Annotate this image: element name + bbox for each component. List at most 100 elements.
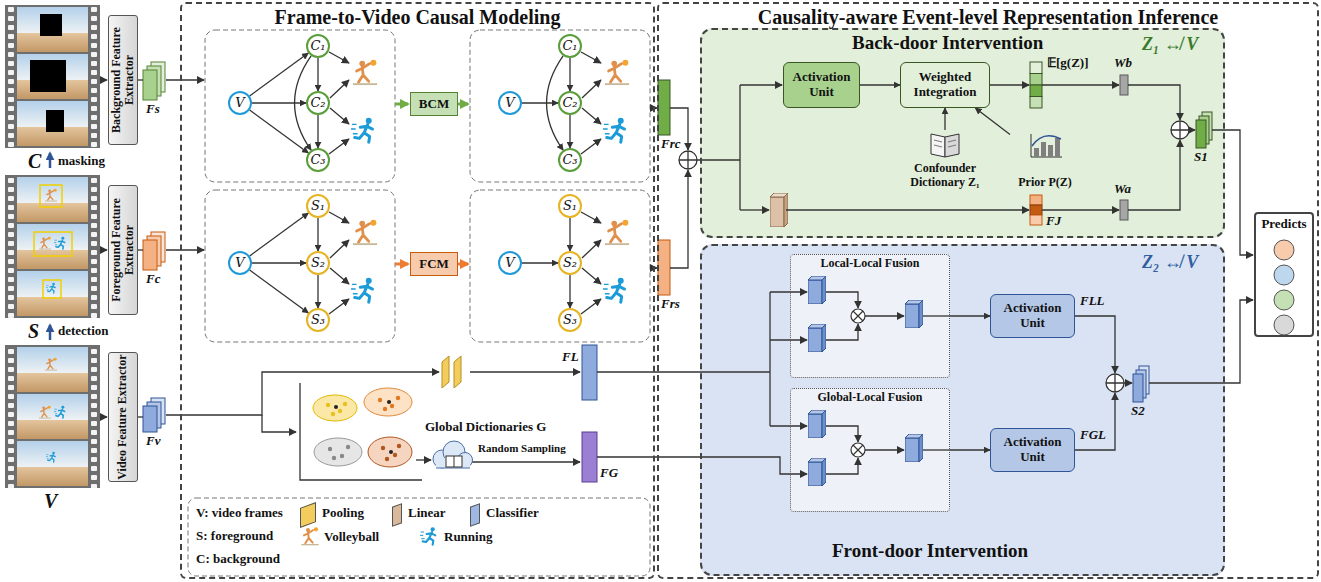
dictionary-icon <box>436 468 470 469</box>
diagram-label: Frs <box>661 297 680 312</box>
flow-arrow <box>1075 316 1115 373</box>
flow-arrow <box>826 292 858 308</box>
operator-symbol <box>679 121 1189 457</box>
cluster-plot <box>338 409 342 413</box>
module-box: BCM <box>410 92 458 116</box>
thick-arrow <box>395 103 408 106</box>
action-icon <box>603 278 624 302</box>
film-strip <box>5 345 100 488</box>
cluster-plot <box>300 383 422 480</box>
cluster-plot <box>331 412 335 416</box>
feature-map <box>1030 97 1042 109</box>
feature-map <box>658 80 670 135</box>
feature-map <box>143 406 157 432</box>
variable-circle: C₂ <box>558 91 582 115</box>
diagram-label: Wa <box>1114 182 1131 197</box>
node-sublabel: Z₁ ↮ V <box>1142 34 1198 55</box>
region-fill <box>1254 212 1314 337</box>
cluster-plot <box>389 450 393 454</box>
action-icon <box>351 278 372 302</box>
film-strip <box>5 5 100 488</box>
film-strip <box>34 232 72 256</box>
feature-map <box>143 70 157 100</box>
feature-map <box>143 62 1212 486</box>
node-label: V <box>235 96 244 111</box>
diagram-label: detection <box>58 324 109 339</box>
cluster-plot <box>300 383 422 480</box>
node-label: BCM <box>419 97 449 112</box>
node-label: V <box>235 256 244 271</box>
film-strip <box>54 406 65 418</box>
diagram-label: FLL <box>1080 294 1105 309</box>
action-icon <box>351 118 372 142</box>
flow-arrow <box>865 449 904 450</box>
graph-frame <box>470 30 650 182</box>
diagram-label: FJ <box>1046 214 1061 229</box>
film-strip <box>46 283 55 293</box>
node-label: Z₂ ↮ V <box>1142 252 1198 273</box>
cluster-plot <box>385 457 389 461</box>
causal-arrow <box>860 84 900 85</box>
node-label: Back-door Intervention <box>852 32 1043 54</box>
feature-map <box>808 410 826 438</box>
feature-map <box>582 432 597 482</box>
legend-swatch <box>300 502 316 528</box>
diagram-label: FGL <box>1080 428 1106 443</box>
flow-arrow <box>1042 209 1119 210</box>
diagram-label: Fs <box>146 102 160 117</box>
diagram-label: Wb <box>1114 56 1132 71</box>
causal-arrow <box>250 213 309 256</box>
flow-arrow <box>1189 129 1195 130</box>
causal-arrow <box>317 58 318 91</box>
prior-chart-icon <box>1048 145 1053 157</box>
node-label: S₁ <box>563 199 577 214</box>
variable-circle: S₂ <box>558 251 582 275</box>
diagram-label: C <box>28 150 41 173</box>
film-strip <box>54 237 65 249</box>
flow-arrow <box>826 458 858 474</box>
node-label: S₂ <box>311 256 325 271</box>
prediction-dot <box>1274 240 1294 335</box>
region-fill <box>700 28 1225 238</box>
feature-map <box>905 300 923 328</box>
film-strip <box>43 280 61 298</box>
predicts-box: Predicts <box>1254 212 1314 337</box>
cluster-plot <box>343 402 347 406</box>
effect-arrow <box>582 240 601 258</box>
causal-arrow <box>317 115 318 148</box>
feature-map <box>1030 85 1042 97</box>
legend-frame <box>188 498 650 576</box>
causal-arrow <box>317 218 318 251</box>
film-strip <box>17 7 88 52</box>
node-label: FCM <box>419 257 449 272</box>
node-label: V <box>505 96 514 111</box>
panel-region: Frame-to-Video Causal ModelingVC₁C₂C₃BCM… <box>180 2 655 579</box>
node-label: Causality-aware Event-level Representati… <box>659 6 1317 29</box>
region-fill <box>790 388 950 512</box>
flow-arrow <box>100 79 107 80</box>
flow-arrow <box>739 85 740 210</box>
flow-arrow <box>826 426 858 442</box>
film-strip <box>17 441 88 486</box>
feature-map <box>1030 62 1042 74</box>
causal-arrow <box>944 108 945 130</box>
effect-arrow <box>330 80 349 98</box>
feature-map <box>1030 215 1042 225</box>
feature-map <box>1196 120 1206 148</box>
flow-arrow <box>740 209 769 210</box>
node-label: Background Feature Extractor <box>110 15 136 145</box>
feature-map <box>1120 200 1128 220</box>
action-icon <box>353 60 377 84</box>
graph-frame <box>205 30 395 182</box>
diagram-label: S2 <box>1131 404 1145 419</box>
feature-map <box>1030 205 1042 215</box>
module-box: FCM <box>410 252 458 276</box>
graph-frame <box>205 30 650 342</box>
node-label: C₂ <box>310 96 325 111</box>
flow-arrow <box>769 292 770 426</box>
node-label: C₃ <box>562 153 577 168</box>
intervention-region: Z₂ ↮ VFront-door InterventionLocal-Local… <box>700 244 1225 576</box>
node-label: Activation Unit <box>994 435 1071 465</box>
variable-circle: C₁ <box>306 34 330 58</box>
node-label: C₂ <box>562 96 577 111</box>
